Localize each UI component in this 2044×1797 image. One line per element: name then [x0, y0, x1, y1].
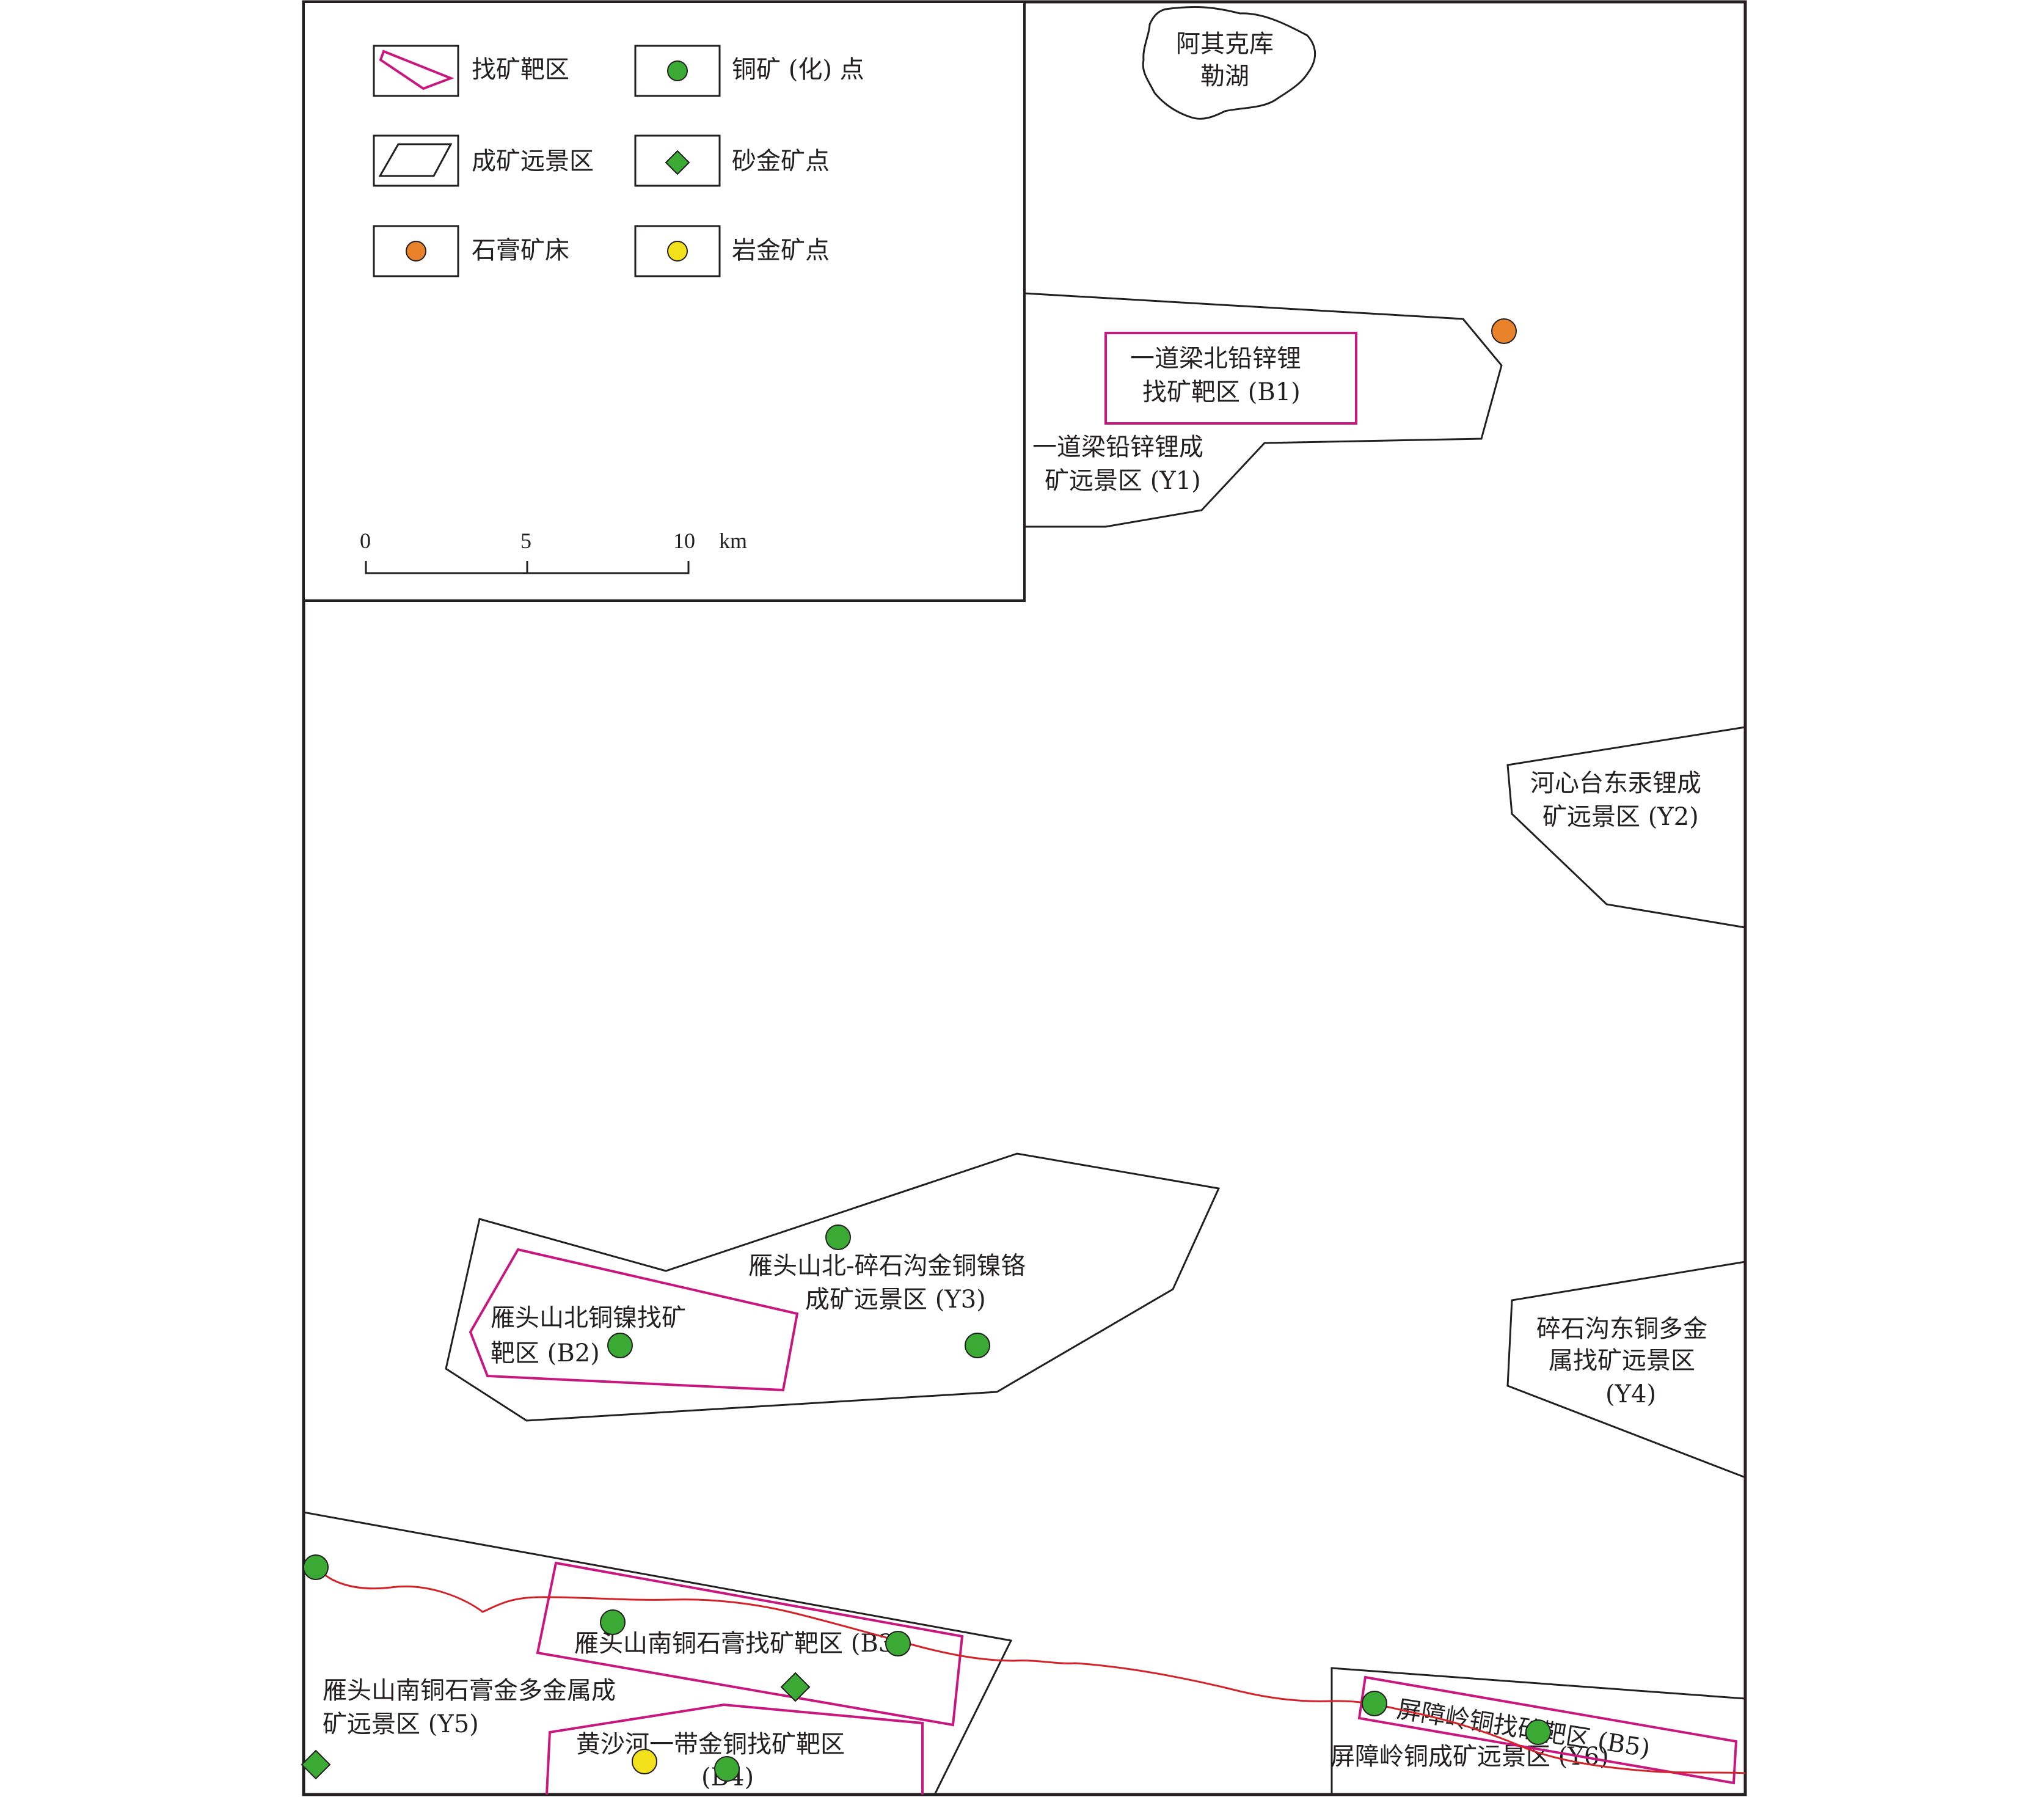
rock-gold-point	[632, 1749, 657, 1774]
prospect-area-y6: 屏障岭铜成矿远景区 (Y6)	[1330, 1667, 1746, 1795]
scale-unit: km	[719, 529, 747, 553]
legend-target-icon	[379, 49, 454, 90]
target-b1-label-1: 一道梁北铅锌锂	[1130, 345, 1301, 373]
placer-gold-point	[301, 1749, 331, 1780]
target-b3-label: 雁头山南铜石膏找矿靶区 (B3)	[574, 1630, 903, 1658]
legend-placer-swatch	[634, 134, 721, 187]
legend-prospect-icon	[378, 143, 453, 177]
target-b2-label-2: 靶区 (B2)	[491, 1339, 600, 1367]
river	[315, 1567, 1746, 1774]
legend-copper-label: 铜矿 (化) 点	[732, 56, 864, 84]
legend-rockgold-swatch	[634, 225, 721, 277]
lake: 阿其克库 勒湖	[1142, 5, 1316, 120]
prospect-y5-label-2: 矿远景区 (Y5)	[323, 1710, 479, 1738]
legend-gypsum-label: 石膏矿床	[472, 236, 569, 265]
scale-label-0: 0	[360, 529, 371, 553]
legend-gypsum-icon	[406, 241, 426, 262]
lake-label-1: 阿其克库	[1176, 30, 1274, 58]
legend-placer-icon	[665, 150, 690, 175]
copper-point	[965, 1333, 990, 1358]
target-area-b2: 雁头山北铜镍找矿 靶区 (B2)	[469, 1248, 799, 1392]
target-area-b1: 一道梁北铅锌锂 找矿靶区 (B1)	[1104, 332, 1357, 425]
prospect-y4-label-3: (Y4)	[1605, 1380, 1656, 1408]
legend-prospect-swatch	[373, 134, 459, 187]
prospect-area-y2: 河心台东汞锂成 矿远景区 (Y2)	[1506, 726, 1746, 929]
legend: 找矿靶区 铜矿 (化) 点 成矿远景区 砂金矿点 石膏矿床 岩金矿点 0 5 1…	[302, 1, 1026, 602]
prospect-area-y5: 雁头山南铜石膏金多金属成 矿远景区 (Y5)	[303, 1511, 1013, 1795]
copper-point	[714, 1756, 740, 1782]
prospect-y4-label-2: 属找矿远景区	[1549, 1347, 1695, 1375]
copper-point	[1525, 1719, 1551, 1745]
placer-gold-points	[301, 1672, 811, 1780]
legend-target-swatch	[373, 45, 459, 97]
prospect-area-y1: 一道梁铅锌锂成 矿远景区 (Y1)	[1024, 292, 1503, 528]
prospect-y2-label-2: 矿远景区 (Y2)	[1542, 803, 1699, 831]
target-b1-label-2: 找矿靶区 (B1)	[1142, 378, 1301, 406]
prospect-y1-label-2: 矿远景区 (Y1)	[1045, 467, 1201, 495]
legend-box	[302, 1, 1026, 602]
prospect-y4-outline	[1506, 1261, 1746, 1479]
copper-point	[607, 1333, 633, 1358]
legend-prospect-label: 成矿远景区	[472, 147, 594, 175]
target-b2-label-1: 雁头山北铜镍找矿	[491, 1304, 686, 1332]
legend-gypsum-swatch	[373, 225, 459, 277]
target-b3-outline	[536, 1561, 964, 1727]
copper-point	[303, 1554, 329, 1580]
prospect-y5-outline	[303, 1511, 1013, 1795]
legend-placer-label: 砂金矿点	[732, 147, 830, 175]
scale-bar: 0 5 10 km	[360, 529, 747, 574]
copper-occurrences	[303, 1224, 1551, 1782]
target-b4-outline	[546, 1703, 924, 1795]
prospect-y2-outline	[1506, 726, 1746, 929]
lake-outline	[1142, 5, 1316, 120]
prospect-y1-outline	[1024, 292, 1503, 528]
target-area-b3: 雁头山南铜石膏找矿靶区 (B3)	[536, 1561, 964, 1727]
prospect-y6-outline	[1330, 1667, 1746, 1795]
target-b4-label-1: 黄沙河一带金铜找矿靶区	[576, 1730, 845, 1759]
target-b5-outline	[1357, 1675, 1738, 1785]
prospect-y1-label-1: 一道梁铅锌锂成	[1032, 433, 1203, 461]
prospect-y3-label-2: 成矿远景区 (Y3)	[805, 1286, 986, 1314]
copper-point	[885, 1631, 911, 1656]
prospect-area-y4: 碎石沟东铜多金 属找矿远景区 (Y4)	[1506, 1261, 1746, 1479]
target-b1-outline	[1104, 332, 1357, 425]
legend-rockgold-icon	[667, 241, 688, 262]
gypsum-deposit-marker	[1491, 318, 1517, 344]
legend-copper-swatch	[634, 45, 721, 97]
copper-point	[1362, 1691, 1387, 1716]
prospect-y3-outline	[445, 1152, 1221, 1422]
copper-point	[600, 1609, 626, 1635]
lake-label-2: 勒湖	[1200, 62, 1249, 90]
scale-label-5: 5	[520, 529, 531, 553]
prospect-y3-label-1: 雁头山北-碎石沟金铜镍铬	[748, 1252, 1026, 1280]
legend-target-label: 找矿靶区	[472, 56, 569, 84]
legend-rockgold-label: 岩金矿点	[732, 236, 830, 265]
placer-gold-point	[780, 1672, 811, 1702]
copper-point	[825, 1224, 851, 1250]
prospect-y4-label-1: 碎石沟东铜多金	[1536, 1315, 1707, 1343]
target-b2-outline	[469, 1248, 799, 1392]
prospect-y5-label-1: 雁头山南铜石膏金多金属成	[323, 1677, 616, 1705]
scale-label-10: 10	[673, 529, 695, 553]
prospect-y6-label: 屏障岭铜成矿远景区 (Y6)	[1330, 1743, 1609, 1771]
prospect-y2-label-1: 河心台东汞锂成	[1530, 769, 1701, 797]
target-area-b4: 黄沙河一带金铜找矿靶区 (B4)	[546, 1703, 924, 1795]
prospect-area-y3: 雁头山北-碎石沟金铜镍铬 成矿远景区 (Y3)	[445, 1152, 1221, 1422]
legend-copper-icon	[667, 60, 688, 81]
